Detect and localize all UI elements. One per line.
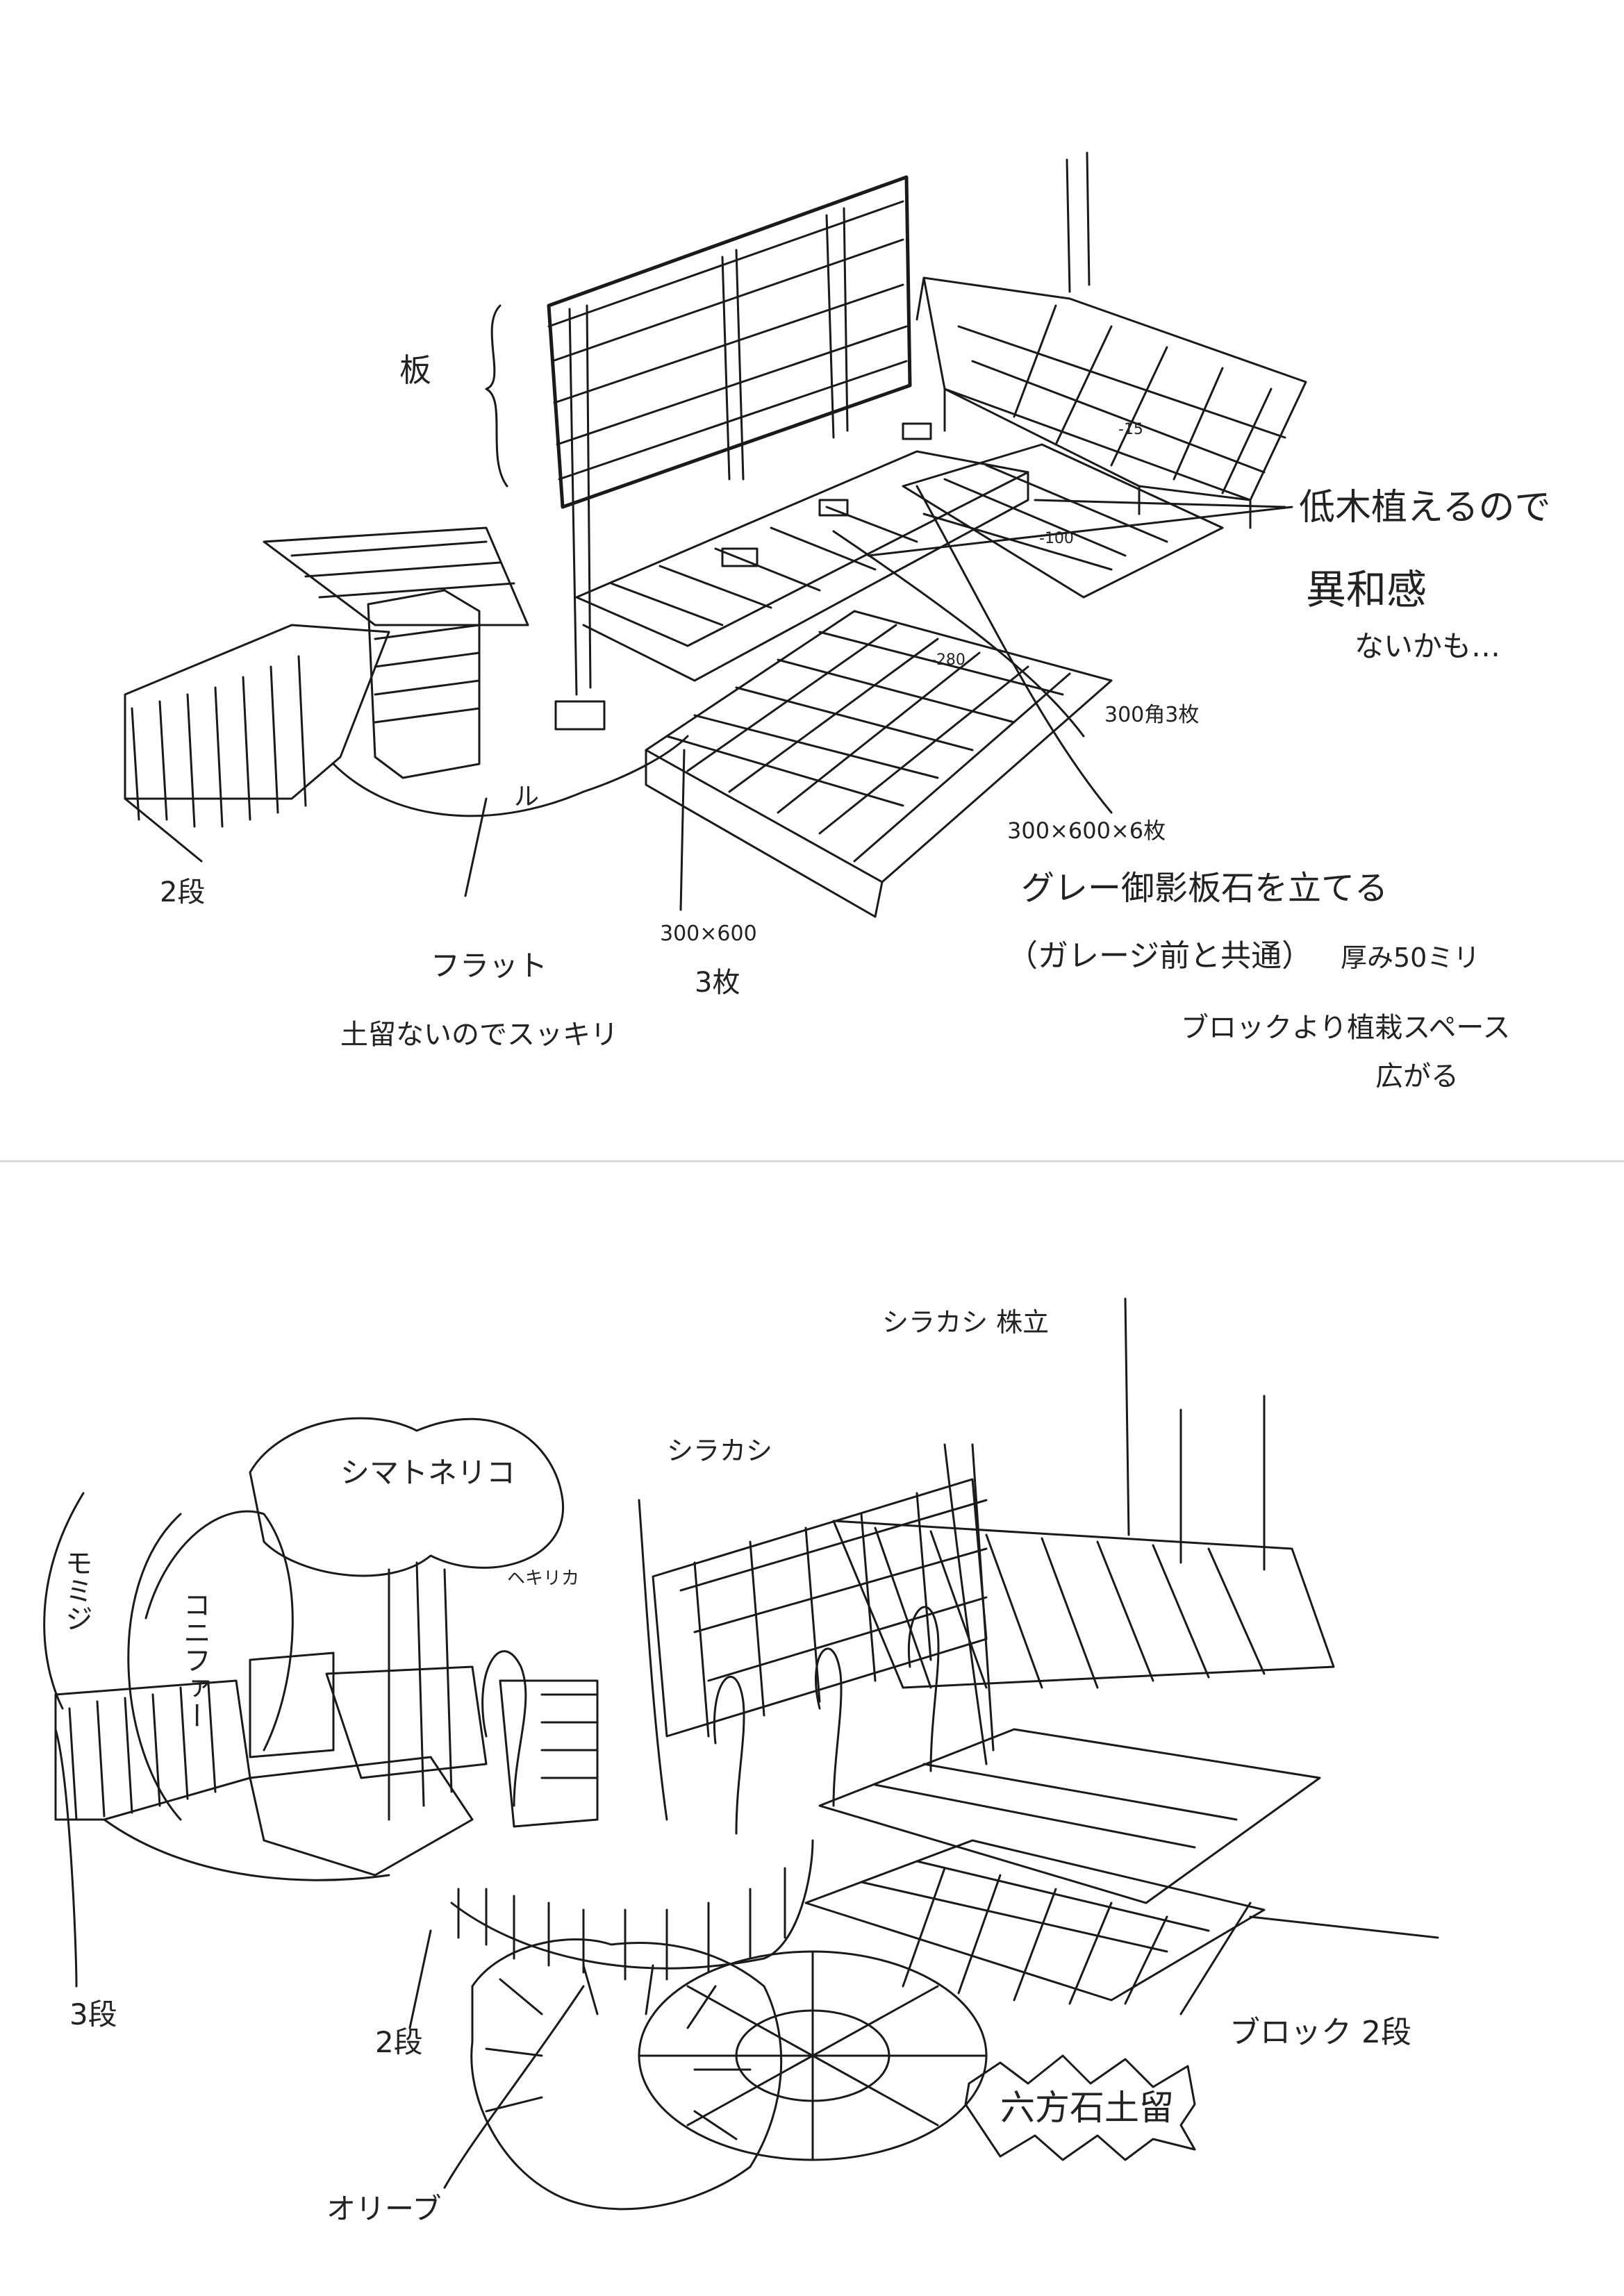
- tree-note-label: 低木植えるので: [1299, 487, 1551, 529]
- planting-space-label: ブロックより植栽スペース: [1181, 1012, 1511, 1044]
- hekirikaeru-label: ヘキリカ: [507, 1568, 580, 1589]
- depth-label-280: -280: [931, 651, 966, 669]
- panel-label: 板: [399, 351, 431, 389]
- momiji-label: モミジ: [60, 1549, 92, 1632]
- olive-label: オリーブ: [326, 2192, 442, 2226]
- garage-label: （ガレージ前と共通）: [1007, 938, 1313, 974]
- two-steps-bottom-label: 2段: [375, 2025, 423, 2059]
- shimatoneriko-label: シマトネリコ: [340, 1456, 516, 1490]
- depth-label-100: -100: [1039, 530, 1074, 547]
- soil-clean-label: 土留ないのでスッキリ: [340, 1019, 618, 1051]
- stone-gray-label: グレー御影板石を立てる: [1021, 869, 1389, 908]
- thickness-label: 厚み50ミリ: [1341, 942, 1480, 973]
- konifer-label: コニファー: [179, 1590, 210, 1729]
- bed-note-label: 異和感: [1306, 566, 1427, 613]
- shirakashi-stock-label: シラカシ 株立: [882, 1307, 1050, 1338]
- bed-note-label-2: ないかも…: [1354, 629, 1501, 663]
- top-sketch: [124, 151, 1307, 918]
- rokuhou-label: 六方石土留: [1000, 2088, 1174, 2128]
- flat-label: フラット: [431, 949, 548, 983]
- bottom-sketch: [43, 1297, 1439, 2211]
- stone-300x600-3-label: 300×600: [660, 922, 757, 946]
- planting-space-label-2: 広がる: [1375, 1060, 1459, 1092]
- stone-300x600-3-count: 3枚: [695, 967, 740, 999]
- stone-300-label: 300角3枚: [1104, 703, 1200, 727]
- rail-label: ル: [514, 783, 540, 811]
- block-two-label: ブロック 2段: [1229, 2015, 1411, 2050]
- stone-300x600-6-label: 300×600×6枚: [1007, 817, 1166, 844]
- three-steps-label: 3段: [69, 1997, 117, 2031]
- shirakashi-label: シラカシ: [667, 1436, 773, 1466]
- depth-label-15: -15: [1118, 421, 1143, 438]
- two-steps-label: 2段: [160, 876, 206, 908]
